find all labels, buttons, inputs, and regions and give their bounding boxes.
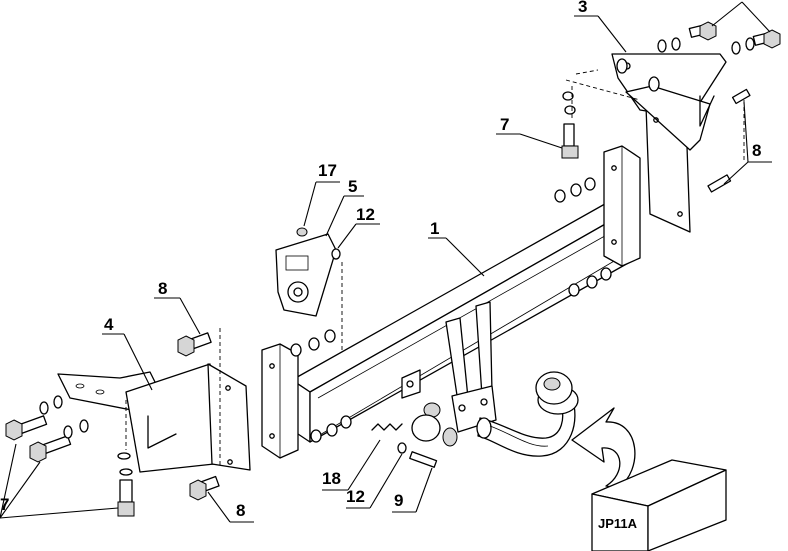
callout-labels: 1 3 4 5 7 7 8 8 8 9 12 12 17 18	[0, 0, 761, 520]
callout-7-left: 7	[0, 495, 9, 514]
callout-8-top-left: 8	[158, 279, 167, 298]
socket-plate	[275, 233, 337, 317]
callout-5: 5	[348, 177, 357, 196]
main-crossbar	[261, 145, 641, 459]
tow-bracket	[401, 301, 497, 447]
callout-18: 18	[322, 469, 341, 488]
callout-4: 4	[104, 315, 114, 334]
box-label: JP11A	[598, 516, 638, 531]
right-side-bracket	[611, 53, 727, 233]
callout-1: 1	[430, 219, 439, 238]
callout-9: 9	[394, 491, 403, 510]
fasteners	[5, 21, 781, 517]
callout-8-top-right: 8	[752, 141, 761, 160]
left-side-bracket	[57, 363, 251, 473]
callout-8-bottom: 8	[236, 501, 245, 520]
ball-neck	[476, 371, 579, 457]
package-box-icon: JP11A	[591, 459, 727, 551]
callout-12-bottom: 12	[346, 487, 365, 506]
leader-lines	[0, 1, 772, 523]
curved-arrow-icon	[571, 407, 636, 489]
callout-3: 3	[578, 0, 587, 16]
callout-17: 17	[318, 161, 337, 180]
callout-12-top: 12	[356, 205, 375, 224]
callout-7-top: 7	[500, 115, 509, 134]
